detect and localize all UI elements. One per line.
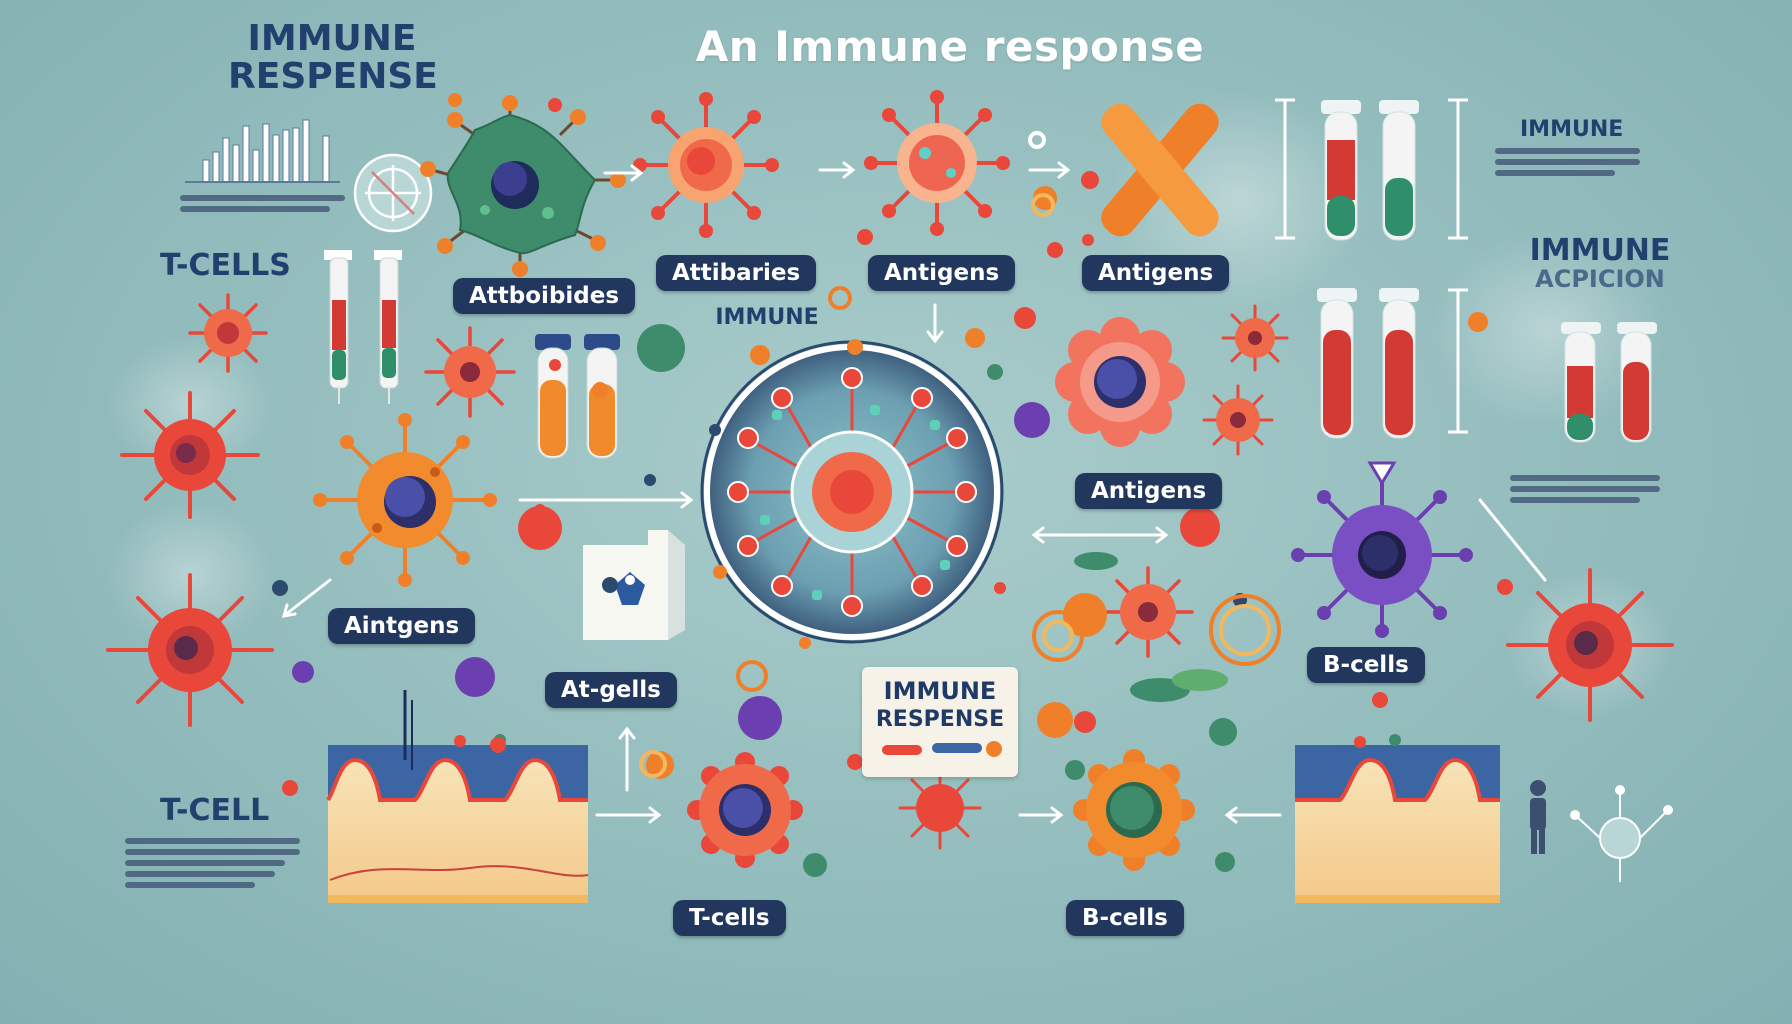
text-scribble xyxy=(180,195,345,217)
text-scribble xyxy=(1510,475,1660,508)
test-tube-icon xyxy=(535,334,620,459)
particles xyxy=(272,93,1513,877)
box-line-1: IMMUNE xyxy=(883,677,997,705)
label-aintgens: Aintgens xyxy=(328,608,476,644)
heading-t-cells: T-CELLS xyxy=(160,248,291,283)
heading-immune-right: IMMUNE xyxy=(1520,117,1624,142)
shield-box-icon xyxy=(583,530,685,640)
heading-t-cell: T-CELL xyxy=(160,793,270,828)
label-b-cells-right: B-cells xyxy=(1307,647,1425,683)
box-mark-red xyxy=(882,745,922,755)
flow-arrows xyxy=(281,161,1547,824)
label-attboibides: Attboibides xyxy=(453,278,636,314)
heading-immune-response: IMMUNE RESPENSE xyxy=(228,18,438,97)
person-icon xyxy=(1530,780,1546,854)
box-line-2: RESPENSE xyxy=(875,707,1005,732)
bar-chart-icon xyxy=(185,119,340,183)
network-icon xyxy=(1570,785,1673,882)
syringe-icon xyxy=(324,250,402,404)
antibody-x-icon xyxy=(1101,103,1219,237)
test-tube-icon xyxy=(1317,288,1657,443)
label-antigens-2: Antigens xyxy=(1082,255,1230,291)
central-cell xyxy=(700,340,1004,644)
text-scribble xyxy=(1495,148,1640,181)
box-mark-blue xyxy=(932,743,982,753)
test-tube-icon xyxy=(1275,98,1468,241)
tissue-left xyxy=(326,690,589,903)
label-b-cells-bottom: B-cells xyxy=(1066,900,1184,936)
heading-line-1: IMMUNE xyxy=(247,18,417,59)
page-title: An Immune response xyxy=(695,22,1205,71)
heading-line-1: IMMUNE xyxy=(1529,233,1671,268)
immune-response-box: IMMUNE RESPENSE xyxy=(862,667,1018,777)
heading-immune-center: IMMUNE xyxy=(715,305,819,330)
label-attibaries: Attibaries xyxy=(656,255,817,291)
heading-line-2: ACPICION xyxy=(1535,264,1665,293)
text-scribble xyxy=(125,838,300,893)
virus-icon xyxy=(420,95,626,277)
label-antigens-1: Antigens xyxy=(868,255,1016,291)
tissue-right xyxy=(1295,734,1500,903)
label-antigens-right: Antigens xyxy=(1075,473,1223,509)
heading-immune-acpicion: IMMUNE ACPICION xyxy=(1520,235,1680,292)
label-atgells: At-gells xyxy=(545,672,677,708)
target-icon xyxy=(353,153,433,233)
heading-line-2: RESPENSE xyxy=(228,55,438,97)
box-mark-orange xyxy=(986,741,1002,757)
label-t-cells: T-cells xyxy=(673,900,786,936)
